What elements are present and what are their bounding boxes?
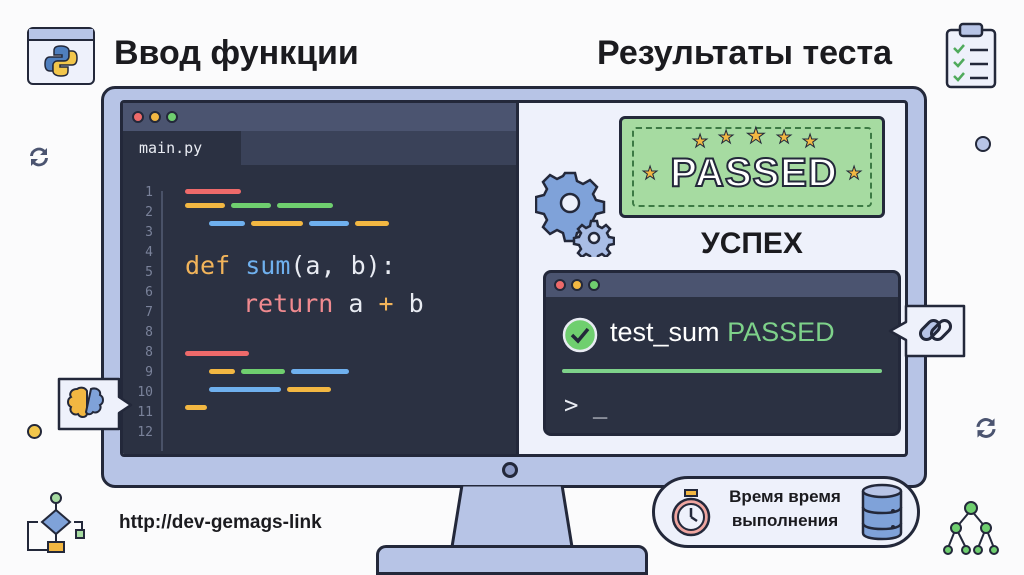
line-number: 4	[145, 245, 153, 260]
keyword-return: return	[243, 289, 334, 318]
code-placeholder-bar	[185, 351, 249, 356]
operator-plus: +	[378, 289, 394, 318]
database-icon	[859, 481, 905, 546]
code-placeholder-bar	[355, 221, 389, 226]
success-label: УСПЕХ	[701, 227, 803, 260]
code-line-return: return a + b	[243, 289, 424, 318]
maximize-dot[interactable]	[588, 279, 600, 291]
code-placeholder-bar	[231, 203, 271, 208]
checkmark-icon	[562, 317, 598, 358]
decor-dot-blue	[975, 136, 991, 152]
code-placeholder-bar	[241, 369, 285, 374]
execution-time-label: Время время выполнения	[715, 485, 855, 533]
url-link[interactable]: http://dev-gemags-link	[119, 512, 322, 533]
line-number: 6	[145, 285, 153, 300]
line-number: 3	[145, 225, 153, 240]
monitor-stand-base	[376, 545, 648, 575]
code-placeholder-bar	[209, 369, 235, 374]
star-icon: ★	[801, 131, 819, 152]
power-button[interactable]	[502, 462, 518, 478]
line-number: 5	[145, 265, 153, 280]
code-placeholder-bar	[277, 203, 333, 208]
line-number: 9	[145, 365, 153, 380]
code-placeholder-bar	[251, 221, 303, 226]
brain-icon	[55, 375, 135, 438]
close-dot[interactable]	[132, 111, 144, 123]
refresh-icon	[970, 412, 1002, 449]
code-placeholder-bar	[287, 387, 331, 392]
stamp-border: ★ ★ ★ ★ ★ ★ ★ PASSED	[632, 123, 872, 207]
editor-titlebar	[123, 103, 516, 131]
link-icon	[884, 302, 968, 365]
terminal-result: test_sum PASSED	[610, 317, 835, 348]
line-number: 8	[145, 325, 153, 340]
line-number: 8	[145, 345, 153, 360]
star-icon: ★	[775, 127, 793, 148]
screen-divider	[516, 103, 519, 454]
line-number: 7	[145, 305, 153, 320]
function-name: sum	[245, 251, 291, 280]
line-number: 12	[137, 425, 153, 440]
terminal-titlebar	[546, 273, 898, 297]
gear-icon	[534, 165, 616, 263]
function-params: (a, b):	[290, 251, 396, 280]
execution-time-line2: выполнения	[731, 511, 839, 530]
clipboard-check-icon	[944, 22, 998, 95]
code-editor: main.py 1 2 3 4 5 6 7 8 8 9 10 11 12 def…	[123, 103, 516, 454]
refresh-icon	[24, 142, 54, 177]
line-number: 11	[137, 405, 153, 420]
python-icon	[27, 27, 95, 85]
passed-stamp: ★ ★ ★ ★ ★ ★ ★ PASSED	[619, 116, 885, 218]
star-icon: ★	[641, 163, 659, 184]
terminal-prompt[interactable]: > _	[564, 391, 608, 419]
line-number: 2	[145, 205, 153, 220]
close-dot[interactable]	[554, 279, 566, 291]
right-title: Результаты теста	[597, 34, 893, 72]
code-line-def: def sum(a, b):	[185, 251, 396, 280]
line-number: 1	[145, 185, 153, 200]
star-icon: ★	[746, 123, 767, 149]
code-placeholder-bar	[185, 203, 225, 208]
monitor-stand-neck	[442, 483, 582, 554]
network-tree-icon	[942, 498, 1000, 563]
progress-line	[562, 369, 882, 373]
screen: main.py 1 2 3 4 5 6 7 8 8 9 10 11 12 def…	[120, 100, 908, 457]
decor-dot-yellow	[27, 424, 42, 439]
minimize-dot[interactable]	[571, 279, 583, 291]
code-placeholder-bar	[309, 221, 349, 226]
star-icon: ★	[717, 127, 735, 148]
stopwatch-icon	[669, 489, 713, 544]
flowchart-icon	[22, 490, 86, 561]
code-placeholder-bar	[291, 369, 349, 374]
code-placeholder-bar	[185, 405, 207, 410]
terminal-window: test_sum PASSED > _	[543, 270, 901, 436]
test-status: PASSED	[727, 317, 835, 347]
code-placeholder-bar	[209, 221, 245, 226]
code-placeholder-bar	[209, 387, 281, 392]
star-icon: ★	[845, 163, 863, 184]
code-placeholder-bar	[185, 189, 241, 194]
maximize-dot[interactable]	[166, 111, 178, 123]
operand-a: a	[348, 289, 364, 318]
test-name: test_sum	[610, 317, 720, 347]
monitor: main.py 1 2 3 4 5 6 7 8 8 9 10 11 12 def…	[101, 86, 927, 488]
execution-time-badge: Время время выполнения	[652, 476, 920, 548]
left-title: Ввод функции	[114, 34, 359, 72]
gutter	[161, 191, 163, 451]
star-icon: ★	[691, 131, 709, 152]
operand-b: b	[408, 289, 424, 318]
keyword-def: def	[185, 251, 231, 280]
minimize-dot[interactable]	[149, 111, 161, 123]
tab-main-py[interactable]: main.py	[123, 131, 241, 165]
passed-stamp-text: PASSED	[669, 150, 838, 196]
line-number: 10	[137, 385, 153, 400]
execution-time-line1: Время время	[729, 487, 841, 506]
